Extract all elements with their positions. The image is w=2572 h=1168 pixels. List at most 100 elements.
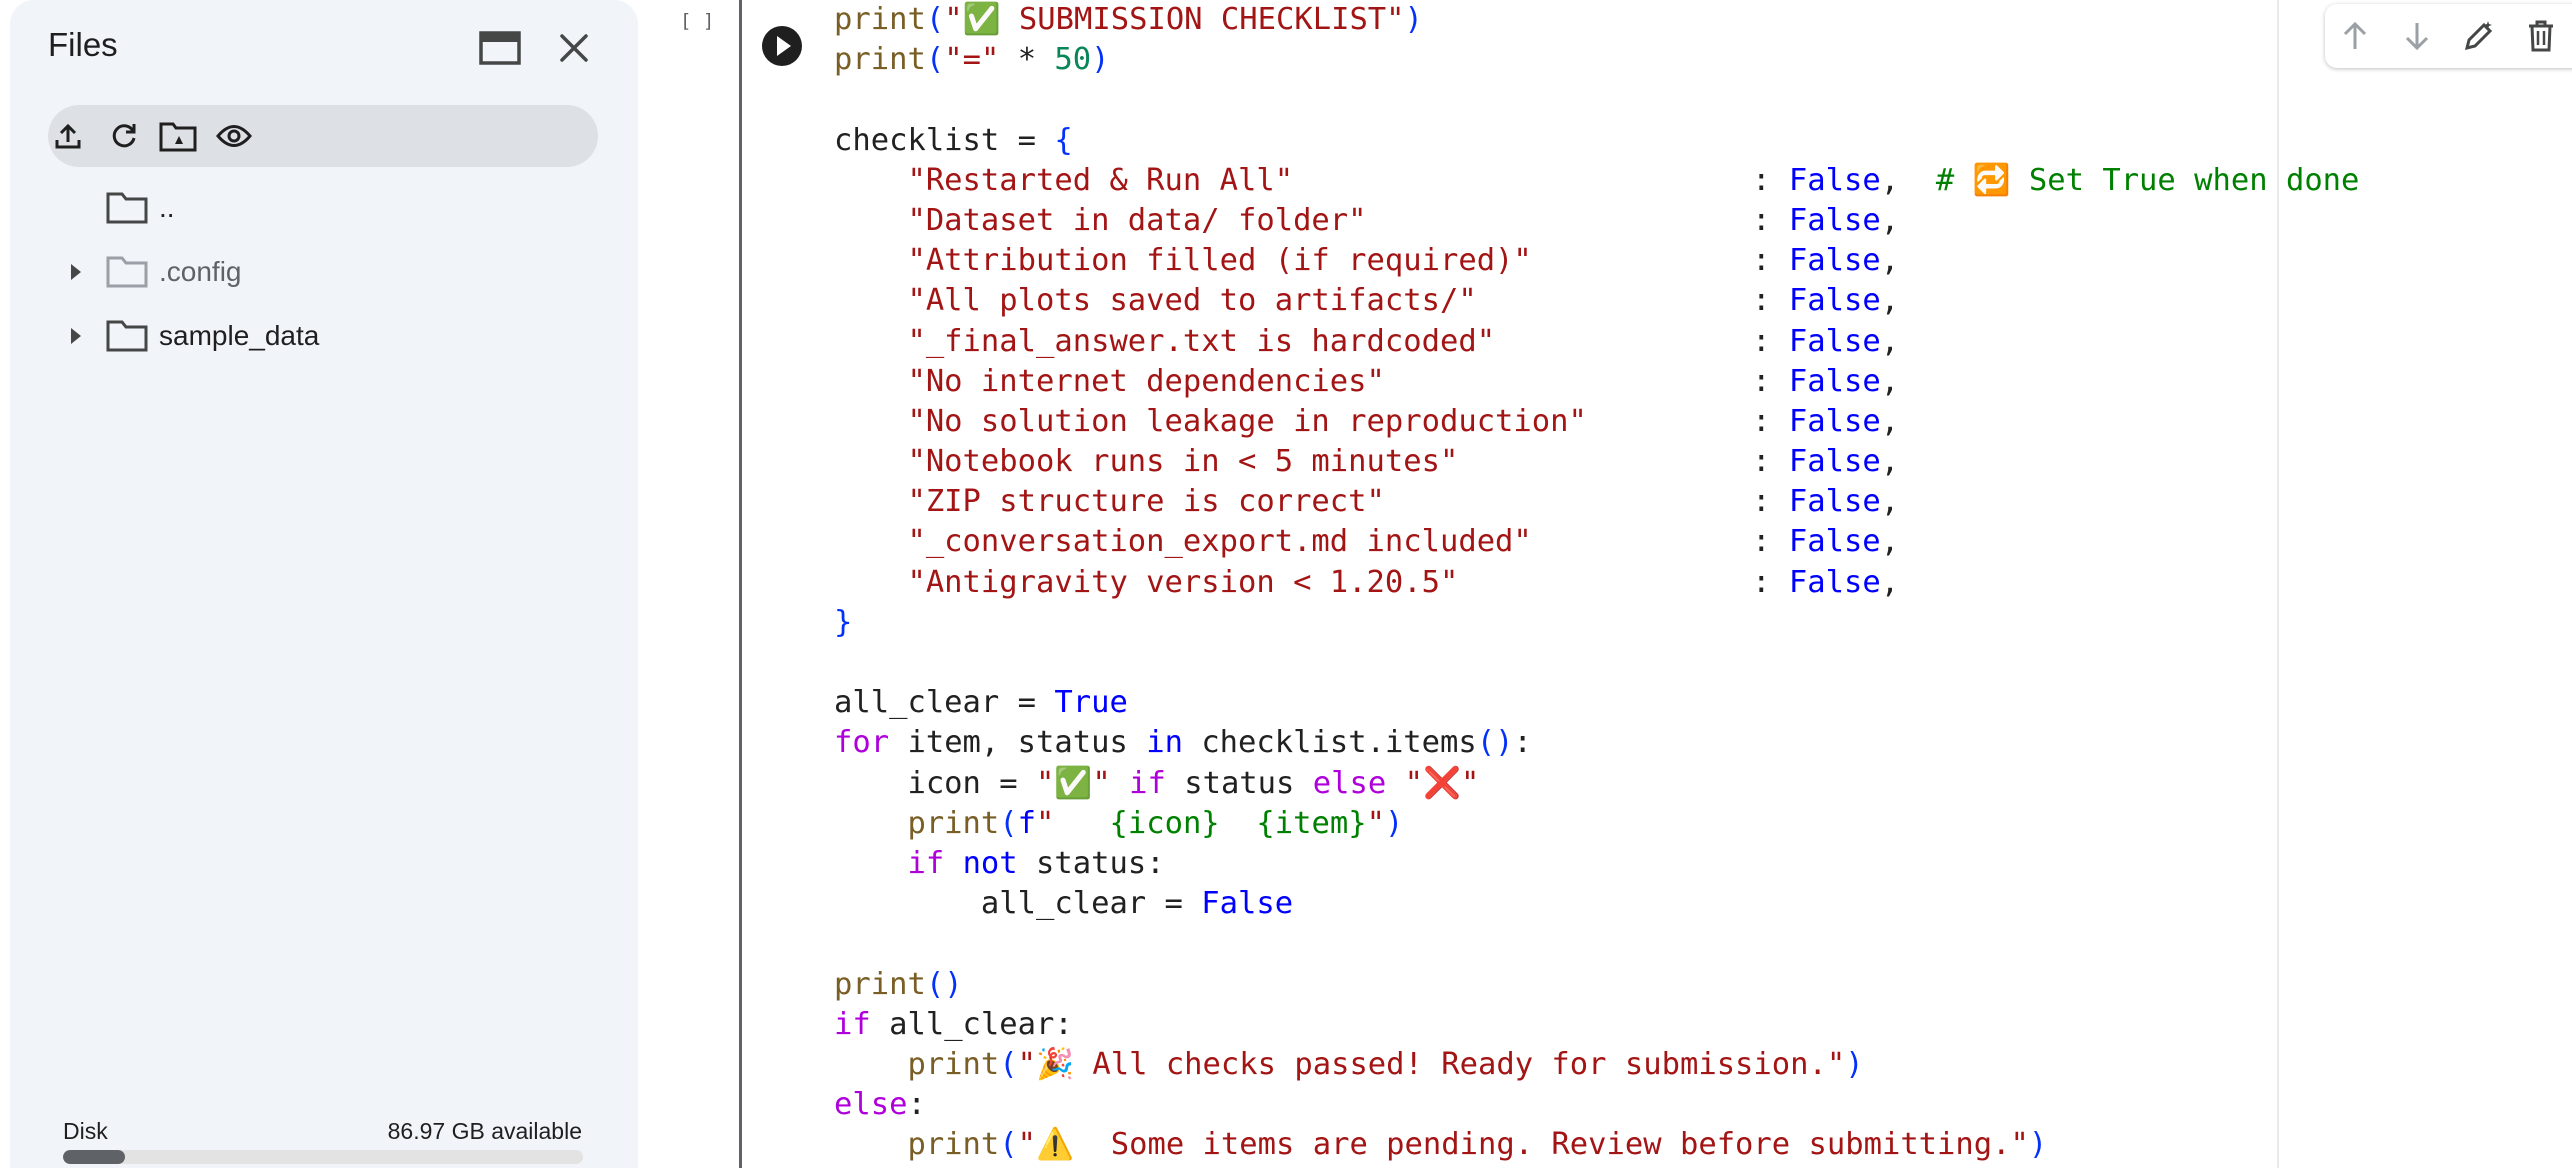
code-string: ❌ — [1422, 765, 1461, 801]
code-keyword: True — [1054, 685, 1128, 721]
move-up-icon[interactable] — [2337, 18, 2373, 54]
checklist-value: False — [1788, 564, 1881, 600]
checklist-entry: "_final_answer.txt is hardcoded" : False… — [907, 323, 1900, 359]
code-identifier: all_clear — [980, 886, 1147, 922]
checklist-key: "Dataset in data/ folder" — [907, 202, 1367, 238]
disk-usage-bar — [63, 1150, 583, 1164]
code-identifier: all_clear — [889, 1006, 1055, 1042]
checklist-entry: "No solution leakage in reproduction" : … — [907, 403, 1900, 439]
code-identifier: status — [1184, 765, 1295, 801]
cell-border — [2277, 0, 2279, 1168]
code-identifier: item, status — [907, 725, 1128, 761]
code-identifier: status — [1036, 845, 1147, 881]
code-string: ⚠️ Some items are pending. Review before… — [1036, 1127, 2011, 1163]
upload-icon[interactable] — [48, 116, 88, 156]
disk-usage-fill — [63, 1150, 126, 1164]
checklist-entry: "_conversation_export.md included" : Fal… — [907, 524, 1900, 560]
checklist-value: False — [1788, 363, 1881, 399]
expand-arrow-icon[interactable] — [62, 322, 90, 350]
checklist-value: False — [1788, 524, 1881, 560]
move-down-icon[interactable] — [2399, 18, 2435, 54]
code-string: ✅ — [1054, 765, 1093, 801]
checklist-value: False — [1788, 202, 1881, 238]
code-line: checklist = { — [834, 122, 1073, 158]
execution-count: [ ] — [680, 10, 715, 32]
checklist-value: False — [1788, 484, 1881, 520]
code-line: for item, status in checklist.items(): — [834, 725, 1532, 761]
close-icon[interactable] — [552, 26, 596, 70]
code-line: if not status: — [907, 845, 1165, 881]
code-comment: # 🔁 Set True when done — [1935, 162, 2360, 198]
checklist-entry: "Attribution filled (if required)" : Fal… — [907, 243, 1900, 279]
checklist-value: False — [1788, 323, 1881, 359]
code-identifier: icon — [907, 765, 981, 801]
code-line: else: — [834, 1087, 926, 1123]
tree-item-parent[interactable]: .. — [10, 180, 638, 236]
checklist-entry: "Dataset in data/ folder" : False, — [907, 202, 1900, 238]
checklist-key: "_final_answer.txt is hardcoded" — [907, 323, 1496, 359]
cell-focus-bar — [739, 0, 742, 1168]
refresh-icon[interactable] — [104, 116, 144, 156]
code-line — [834, 80, 2359, 120]
disk-available: 86.97 GB available — [387, 1118, 582, 1144]
code-line: print(f" {icon} {item}") — [907, 805, 1404, 841]
checklist-key: "Restarted & Run All" — [907, 162, 1294, 198]
code-identifier: checklist.items — [1201, 725, 1477, 761]
tree-item-label: .. — [159, 192, 175, 223]
expand-arrow-icon[interactable] — [62, 258, 90, 286]
sidebar-title: Files — [48, 26, 118, 63]
checklist-key: "No internet dependencies" — [907, 363, 1385, 399]
code-line: print("⚠️ Some items are pending. Review… — [907, 1127, 2048, 1163]
checklist-entry: "No internet dependencies" : False, — [907, 363, 1900, 399]
code-line: print("🎉 All checks passed! Ready for su… — [907, 1046, 1864, 1082]
code-identifier: checklist — [834, 122, 1000, 158]
checklist-key: "No solution leakage in reproduction" — [907, 403, 1587, 439]
code-line: print() — [834, 966, 963, 1002]
run-cell-button[interactable] — [758, 22, 806, 70]
code-line: all_clear = True — [834, 685, 1128, 721]
code-identifier: all_clear — [834, 685, 1000, 721]
folder-icon — [106, 318, 148, 354]
checklist-entry: "Antigravity version < 1.20.5" : False, — [907, 564, 1900, 600]
code-string: 🎉 All checks passed! Ready for submissio… — [1036, 1046, 1827, 1082]
code-line: print("=" * 50) — [834, 42, 1110, 78]
checklist-entry: "ZIP structure is correct" : False, — [907, 484, 1900, 520]
tree-item-config[interactable]: .config — [10, 244, 638, 300]
checklist-key: "All plots saved to artifacts/" — [907, 283, 1477, 319]
dock-panel-icon[interactable] — [478, 26, 522, 70]
checklist-entry: "Restarted & Run All" : False, # 🔁 Set T… — [907, 162, 2360, 198]
files-sidebar: Files — [10, 0, 638, 1168]
code-editor[interactable]: print("✅ SUBMISSION CHECKLIST") print("="… — [834, 0, 2359, 1165]
checklist-value: False — [1788, 162, 1881, 198]
checklist-value: False — [1788, 283, 1881, 319]
tree-item-label: sample_data — [159, 320, 320, 351]
disk-label: Disk — [63, 1118, 108, 1144]
checklist-value: False — [1788, 444, 1881, 480]
tree-item-sample-data[interactable]: sample_data — [10, 308, 638, 364]
tree-item-label: .config — [159, 256, 242, 287]
checklist-key: "ZIP structure is correct" — [907, 484, 1385, 520]
file-toolbar — [48, 105, 598, 167]
code-line — [834, 924, 2359, 964]
checklist-key: "_conversation_export.md included" — [907, 524, 1532, 560]
folder-icon — [106, 190, 148, 226]
code-line: } — [834, 604, 853, 640]
code-line — [834, 643, 2359, 683]
checklist-entry: "Notebook runs in < 5 minutes" : False, — [907, 444, 1900, 480]
folder-icon — [106, 254, 148, 290]
checklist-value: False — [1788, 243, 1881, 279]
code-fstring: {icon} {item} — [1054, 805, 1367, 841]
checklist-key: "Notebook runs in < 5 minutes" — [907, 444, 1459, 480]
edit-icon[interactable] — [2461, 18, 2497, 54]
code-string: ✅ SUBMISSION CHECKLIST — [962, 2, 1387, 37]
code-line: icon = "✅" if status else "❌" — [907, 765, 1480, 801]
checklist-entries: "Restarted & Run All" : False, # 🔁 Set T… — [834, 161, 2359, 603]
code-string: = — [962, 42, 981, 78]
checklist-key: "Antigravity version < 1.20.5" — [907, 564, 1459, 600]
mount-drive-icon[interactable] — [158, 116, 198, 156]
visibility-icon[interactable] — [214, 116, 254, 156]
delete-icon[interactable] — [2523, 18, 2559, 54]
cell-toolbar — [2325, 4, 2572, 68]
code-keyword: False — [1201, 886, 1294, 922]
code-line: print("✅ SUBMISSION CHECKLIST") — [834, 2, 1423, 37]
